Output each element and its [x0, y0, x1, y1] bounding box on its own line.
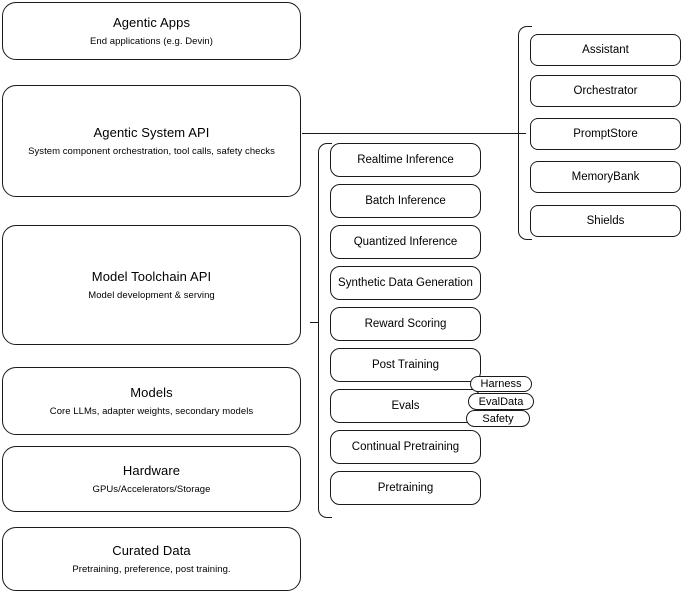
bracket-system-components [518, 26, 532, 240]
evals-subitem-safety[interactable]: Safety [466, 410, 530, 427]
layer-title: Model Toolchain API [91, 268, 212, 284]
evals-subitem-label: Harness [480, 378, 522, 390]
layer-title: Agentic Apps [112, 14, 191, 30]
toolchain-item-realtime-inference[interactable]: Realtime Inference [330, 143, 481, 177]
toolchain-item-label: Pretraining [377, 482, 434, 494]
system-component-shields[interactable]: Shields [530, 205, 681, 237]
layer-model-toolchain-api[interactable]: Model Toolchain API Model development & … [2, 225, 301, 345]
toolchain-item-label: Batch Inference [365, 195, 446, 207]
layer-title: Agentic System API [93, 124, 210, 140]
toolchain-item-label: Continual Pretraining [351, 441, 460, 453]
layer-title: Curated Data [112, 542, 191, 558]
toolchain-item-evals[interactable]: Evals [330, 389, 481, 423]
system-component-label: Orchestrator [573, 85, 638, 97]
toolchain-item-quantized-inference[interactable]: Quantized Inference [330, 225, 481, 259]
system-component-label: Assistant [582, 44, 629, 56]
layer-subtitle: System component orchestration, tool cal… [28, 145, 275, 157]
toolchain-item-label: Synthetic Data Generation [338, 277, 473, 289]
toolchain-item-label: Reward Scoring [364, 318, 447, 330]
toolchain-item-batch-inference[interactable]: Batch Inference [330, 184, 481, 218]
connector-system-api-to-components [302, 133, 526, 134]
system-component-label: PromptStore [573, 128, 638, 140]
system-component-label: MemoryBank [571, 171, 640, 183]
layer-subtitle: End applications (e.g. Devin) [90, 35, 213, 47]
layer-agentic-system-api[interactable]: Agentic System API System component orch… [2, 85, 301, 197]
layer-title: Hardware [122, 462, 181, 478]
toolchain-item-pretraining[interactable]: Pretraining [330, 471, 481, 505]
system-component-assistant[interactable]: Assistant [530, 34, 681, 66]
toolchain-item-label: Post Training [371, 359, 440, 371]
evals-subitem-evaldata[interactable]: EvalData [468, 393, 534, 410]
system-component-label: Shields [586, 215, 625, 227]
layer-subtitle: Model development & serving [88, 289, 215, 301]
system-component-memorybank[interactable]: MemoryBank [530, 161, 681, 193]
layer-subtitle: Core LLMs, adapter weights, secondary mo… [49, 405, 254, 417]
layer-models[interactable]: Models Core LLMs, adapter weights, secon… [2, 367, 301, 435]
toolchain-item-continual-pretraining[interactable]: Continual Pretraining [330, 430, 481, 464]
bracket-toolchain-items-stub [310, 322, 319, 323]
toolchain-item-post-training[interactable]: Post Training [330, 348, 481, 382]
system-component-orchestrator[interactable]: Orchestrator [530, 75, 681, 107]
layer-hardware[interactable]: Hardware GPUs/Accelerators/Storage [2, 446, 301, 512]
system-component-promptstore[interactable]: PromptStore [530, 118, 681, 150]
layer-subtitle: GPUs/Accelerators/Storage [92, 483, 211, 495]
toolchain-item-label: Quantized Inference [353, 236, 458, 248]
layer-agentic-apps[interactable]: Agentic Apps End applications (e.g. Devi… [2, 2, 301, 60]
layer-title: Models [130, 384, 173, 400]
evals-subitem-harness[interactable]: Harness [470, 376, 532, 392]
layer-subtitle: Pretraining, preference, post training. [72, 563, 231, 575]
toolchain-item-label: Realtime Inference [357, 154, 454, 166]
layer-curated-data[interactable]: Curated Data Pretraining, preference, po… [2, 527, 301, 591]
evals-subitem-label: Safety [482, 412, 514, 425]
bracket-toolchain-items [318, 143, 332, 518]
toolchain-item-synthetic-data-generation[interactable]: Synthetic Data Generation [330, 266, 481, 300]
bracket-system-components-stub [512, 133, 520, 134]
toolchain-item-reward-scoring[interactable]: Reward Scoring [330, 307, 481, 341]
toolchain-item-label: Evals [391, 400, 420, 412]
evals-subitem-label: EvalData [478, 395, 524, 408]
